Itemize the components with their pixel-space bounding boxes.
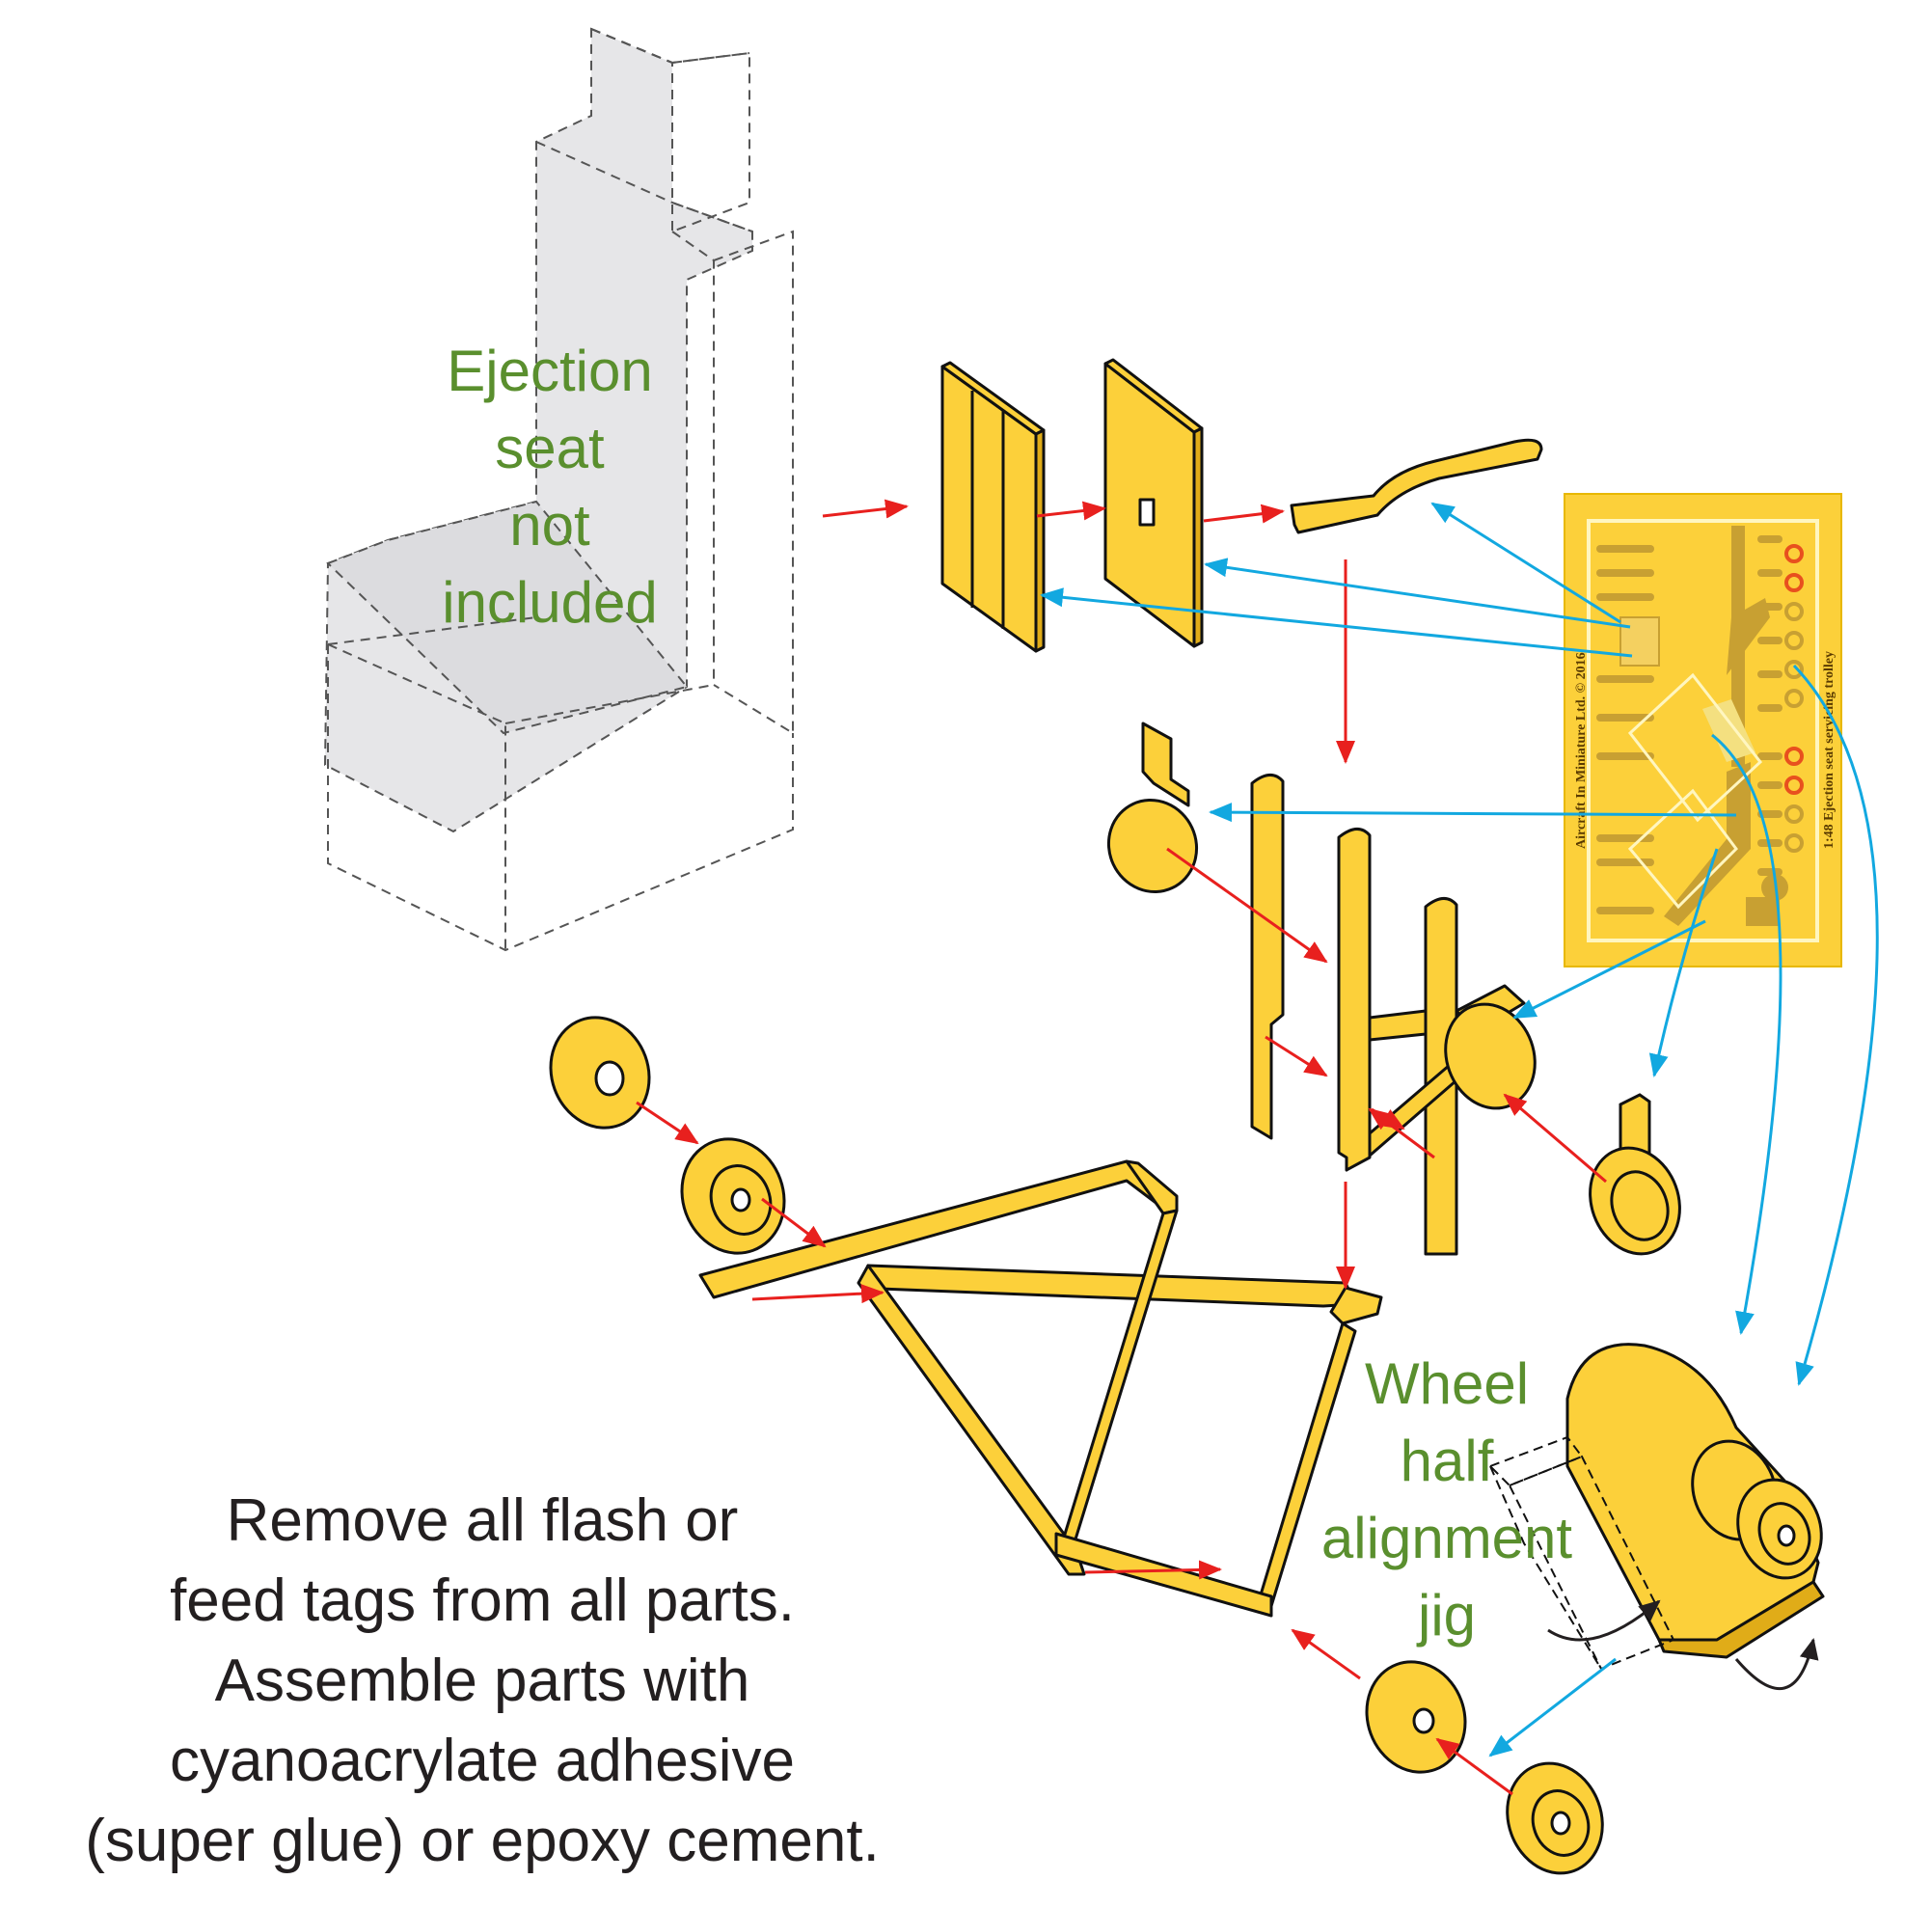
wheel-small-3 <box>1365 1660 1467 1774</box>
seat-note-line: seat <box>495 416 605 480</box>
jig-label-line: alignment <box>1320 1506 1573 1570</box>
ejection-seat-edges <box>327 28 794 952</box>
fret-maker-text: Aircraft In Miniature Ltd. © 2016 <box>1574 652 1589 849</box>
instruction-line: Assemble parts with <box>214 1648 750 1714</box>
seat-not-included-note: Ejection seat not included <box>415 333 685 641</box>
assembly-arrows-red <box>636 499 1607 1796</box>
seat-note-line: included <box>442 570 658 635</box>
instruction-line: Remove all flash or <box>226 1487 739 1554</box>
jig-label-line: Wheel <box>1364 1351 1530 1416</box>
jig-label-line: half <box>1400 1429 1494 1493</box>
instruction-line: feed tags from all parts. <box>170 1567 795 1634</box>
alignment-jig-label: Wheel half alignment jig <box>1293 1346 1601 1654</box>
instruction-line: (super glue) or epoxy cement. <box>85 1808 880 1874</box>
handle-part <box>1290 438 1543 534</box>
seat-note-line: not <box>509 493 590 558</box>
seat-note-line: Ejection <box>447 339 653 403</box>
wheel-small-4 <box>1506 1761 1604 1875</box>
fret-parts <box>1596 526 1788 926</box>
seat-rail-part <box>940 361 1046 653</box>
photo-etch-fret: Aircraft In Miniature Ltd. © 2016 1:48 E… <box>1564 493 1842 967</box>
reference-arrows-blue <box>1040 502 1879 1757</box>
jig-label-line: jig <box>1417 1583 1477 1648</box>
instruction-line: cyanoacrylate adhesive <box>170 1728 795 1794</box>
castor-wheel <box>1589 1093 1681 1256</box>
frame-uprights <box>1141 722 1526 1256</box>
wheel-small-2 <box>680 1137 786 1255</box>
wheel-disc-left <box>1106 799 1199 893</box>
alignment-jig <box>1565 1343 1825 1659</box>
fret-rings <box>1784 544 1804 853</box>
assembly-instructions: Remove all flash or feed tags from all p… <box>0 1481 965 1881</box>
fret-title-text: 1:48 Ejection seat servicing trolley <box>1822 651 1837 849</box>
jig-dashed-outline <box>1488 1435 1675 1671</box>
wheel-small-1 <box>549 1016 651 1130</box>
jig-rotation-arrows <box>1547 1599 1819 1691</box>
panel-part <box>1103 358 1204 648</box>
